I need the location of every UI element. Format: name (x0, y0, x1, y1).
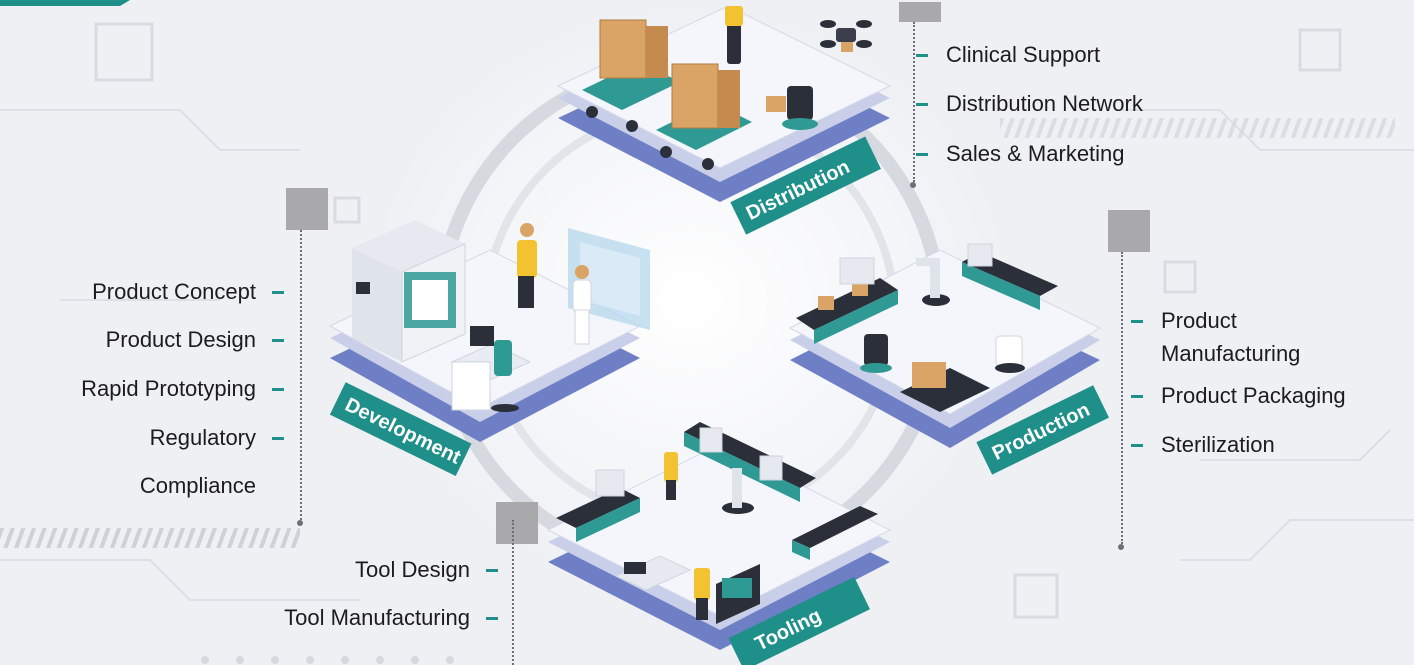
item-label: Tool Design (355, 557, 470, 582)
robot-icon (860, 334, 892, 373)
connector-line-development (300, 230, 302, 520)
cart-icon (614, 555, 692, 591)
screen-icon (568, 228, 650, 330)
worker-icon (572, 265, 592, 345)
dash-marker (916, 153, 928, 156)
platform-tooling: Tooling (546, 422, 892, 665)
dash-marker (486, 617, 498, 620)
list-item-tool-manufacturing: Tool Manufacturing (284, 605, 498, 631)
list-item-rapid-prototyping: Rapid Prototyping (81, 376, 284, 402)
item-label: Manufacturing (1161, 341, 1301, 366)
desk-icon (450, 326, 532, 412)
list-item-regulatory: Regulatory (149, 425, 284, 451)
list-item-product-design: Product Design (105, 327, 284, 353)
robot-icon (916, 258, 950, 306)
item-label: Tool Manufacturing (284, 605, 470, 630)
worker-icon (694, 568, 710, 620)
list-item-sterilization: Sterilization (1131, 432, 1275, 458)
list-item-tool-design: Tool Design (355, 557, 498, 583)
list-item-clinical-support: Clinical Support (916, 42, 1101, 68)
robot-icon (995, 335, 1025, 373)
list-item-product: Product (1131, 308, 1237, 334)
robot-icon (722, 468, 754, 514)
dash-marker (272, 388, 284, 391)
top-left-accent (0, 0, 130, 6)
conveyor-icon (962, 243, 1058, 310)
worker-icon (664, 452, 678, 500)
worker-icon (725, 6, 743, 64)
item-label: Clinical Support (946, 42, 1101, 67)
circuit-lines (0, 109, 1414, 601)
marker-square-tooling (496, 502, 538, 544)
dash-marker (916, 103, 928, 106)
cart-icon (582, 19, 680, 132)
dash-marker (272, 339, 284, 342)
worker-icon (517, 223, 537, 308)
connector-dot-production (1118, 544, 1124, 550)
cart-icon (656, 63, 752, 170)
machine-icon (352, 220, 466, 363)
connector-dot-development (297, 520, 303, 526)
dash-marker (1131, 444, 1143, 447)
item-label: Product Concept (92, 279, 256, 304)
list-item-product-packaging: Product Packaging (1131, 383, 1346, 409)
item-label: Rapid Prototyping (81, 376, 256, 401)
item-label: Regulatory (149, 425, 256, 450)
conveyor-icon (792, 506, 878, 560)
list-item-manufacturing: Manufacturing (1161, 341, 1300, 367)
conveyor-icon (684, 422, 816, 502)
platform-distribution: Distribution (556, 5, 892, 235)
item-label: Sales & Marketing (946, 141, 1125, 166)
dash-marker (916, 54, 928, 57)
list-item-sales-marketing: Sales & Marketing (916, 141, 1125, 167)
item-label: Sterilization (1161, 432, 1275, 457)
dash-marker (1131, 320, 1143, 323)
drone-icon (820, 20, 872, 52)
cart-icon (900, 362, 990, 412)
machine-icon (716, 564, 760, 624)
conveyor-icon (556, 469, 640, 542)
hatch-stripe-left (0, 528, 300, 548)
platform-production: Production (788, 243, 1109, 475)
dot-row (201, 656, 454, 664)
connector-line-production (1121, 252, 1123, 544)
dash-marker (272, 437, 284, 440)
dash-marker (272, 291, 284, 294)
dash-marker (1131, 395, 1143, 398)
item-label: Compliance (139, 473, 256, 498)
list-item-distribution-network: Distribution Network (916, 91, 1143, 117)
dash-marker (486, 569, 498, 572)
list-item-product-concept: Product Concept (92, 279, 284, 305)
list-item-compliance: Compliance (140, 473, 256, 499)
item-label: Distribution Network (946, 91, 1143, 116)
connector-line-tooling (512, 520, 514, 665)
marker-square-production (1108, 210, 1150, 252)
item-label: Product (1161, 308, 1237, 333)
item-label: Product Packaging (1161, 383, 1346, 408)
deco-squares (94, 22, 1342, 619)
conveyor-icon (796, 257, 898, 344)
hatch-stripe-right (1000, 118, 1395, 138)
marker-square-distribution (899, 2, 941, 22)
marker-square-development (286, 188, 328, 230)
robot-icon (766, 86, 818, 130)
connector-line-distribution (913, 22, 915, 182)
item-label: Product Design (105, 327, 256, 352)
connector-dot-distribution (910, 182, 916, 188)
platform-development: Development (328, 220, 650, 476)
